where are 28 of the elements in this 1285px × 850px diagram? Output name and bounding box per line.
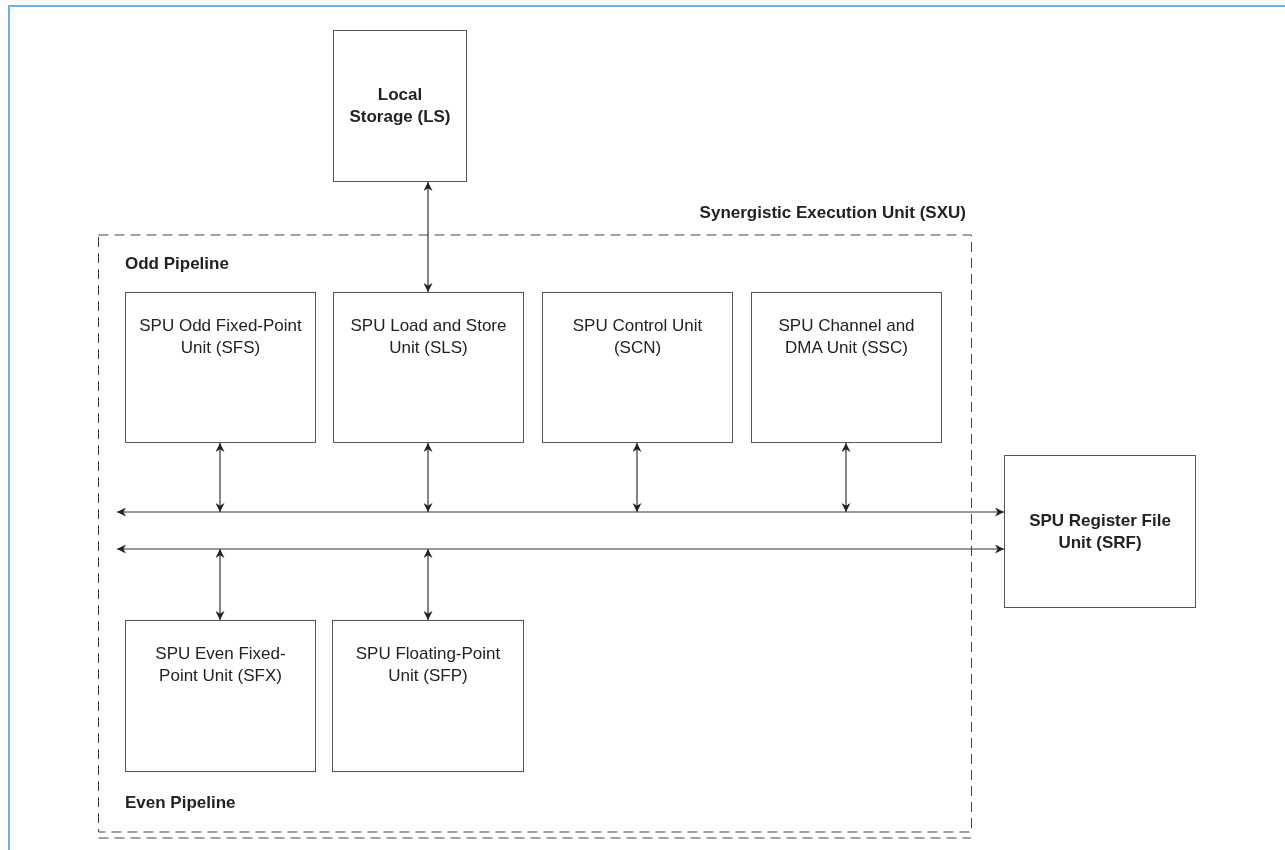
arrow [116, 507, 1005, 517]
unit-label: SPU Even Fixed-Point Unit (SFX) [154, 643, 287, 687]
arrow [423, 548, 433, 621]
group-title: Synergistic Execution Unit (SXU) [699, 203, 966, 223]
unit-label: SPU Register File Unit (SRF) [1028, 509, 1172, 554]
unit-label: SPU Channel and DMA Unit (SSC) [777, 315, 916, 359]
arrow [841, 442, 851, 513]
unit-label: SPU Floating-Point Unit (SFP) [354, 643, 502, 687]
unit-label: SPU Load and Store Unit (SLS) [349, 315, 508, 359]
section-label: Even Pipeline [125, 793, 236, 813]
unit-label: Local Storage (LS) [348, 84, 452, 128]
unit-label: SPU Control Unit (SCN) [571, 315, 704, 359]
unit-label: SPU Odd Fixed-Point Unit (SFS) [138, 315, 303, 359]
unit-box [332, 620, 524, 772]
unit-box [333, 292, 524, 443]
storage-box [1004, 455, 1196, 608]
section-label: Odd Pipeline [125, 254, 229, 274]
unit-box [125, 620, 316, 772]
unit-box [751, 292, 942, 443]
unit-box [542, 292, 733, 443]
arrow [423, 181, 433, 293]
storage-box [333, 30, 467, 182]
arrow [215, 548, 225, 621]
arrow [215, 442, 225, 513]
arrow [632, 442, 642, 513]
unit-box [125, 292, 316, 443]
arrow [116, 544, 1005, 554]
arrow [423, 442, 433, 513]
